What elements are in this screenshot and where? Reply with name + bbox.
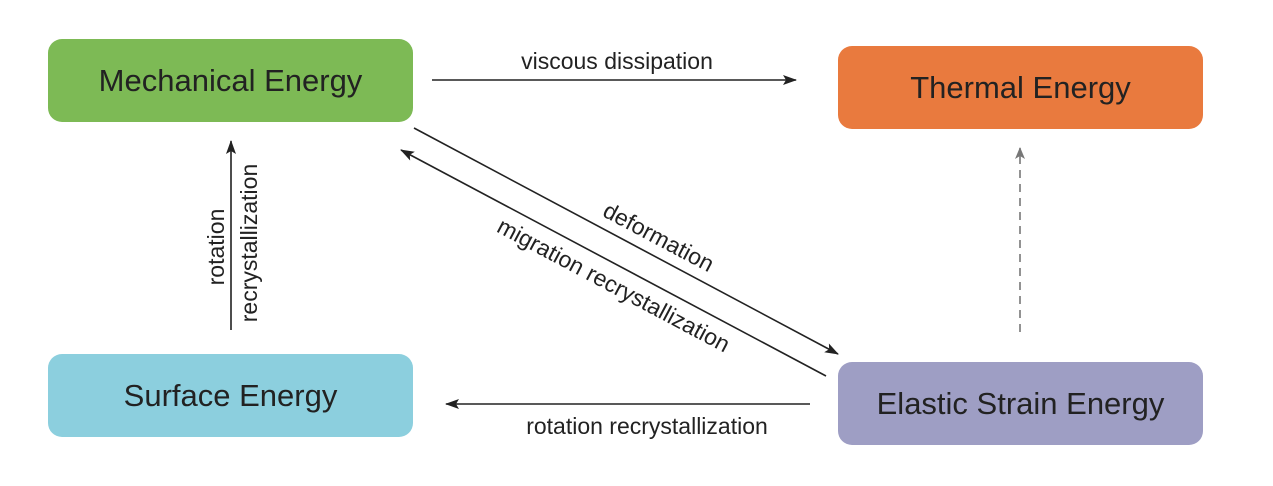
label-rotation-recrystallization-horizontal: rotation recrystallization	[526, 413, 768, 439]
arrow-deformation	[413, 127, 839, 355]
node-elastic-strain-energy: Elastic Strain Energy	[838, 362, 1203, 445]
label-viscous-dissipation: viscous dissipation	[521, 48, 713, 74]
node-mechanical-energy-label: Mechanical Energy	[98, 62, 363, 98]
node-mechanical-energy: Mechanical Energy	[48, 39, 413, 122]
node-surface-energy-label: Surface Energy	[123, 377, 338, 413]
node-elastic-strain-energy-label: Elastic Strain Energy	[876, 385, 1165, 421]
label-recrystallization-vertical: recrystallization	[236, 164, 262, 323]
arrow-migration-recrystallization	[400, 149, 827, 377]
node-thermal-energy-label: Thermal Energy	[910, 69, 1131, 105]
node-thermal-energy: Thermal Energy	[838, 46, 1203, 129]
node-surface-energy: Surface Energy	[48, 354, 413, 437]
label-rotation-vertical: rotation	[203, 209, 229, 286]
